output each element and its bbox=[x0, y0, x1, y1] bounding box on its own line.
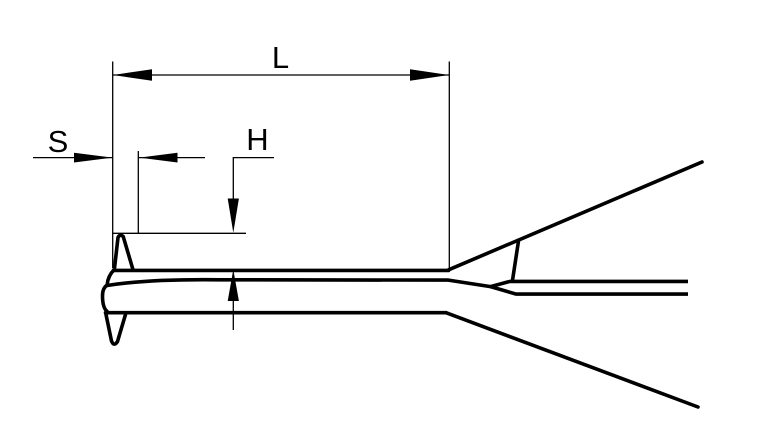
leader-line-h bbox=[232, 156, 274, 199]
arrowhead-right-icon bbox=[410, 69, 449, 81]
arrowhead-h-down-icon bbox=[227, 198, 239, 233]
lower-arm-diagonal bbox=[444, 310, 700, 409]
lower-arm-upper-edge bbox=[489, 284, 688, 296]
dimension-label-S: S bbox=[48, 124, 69, 159]
dimension-S: S bbox=[33, 124, 205, 234]
lower-tip-claw bbox=[104, 312, 128, 346]
arrowhead-h-up-icon bbox=[227, 269, 239, 301]
upper-arm-lower-edge bbox=[490, 279, 688, 289]
arrowhead-left-icon bbox=[113, 69, 152, 81]
upper-tip-front-edge bbox=[105, 267, 117, 287]
dimension-label-H: H bbox=[246, 122, 268, 157]
arrowhead-s-left-icon bbox=[74, 152, 113, 163]
blade-contact-line bbox=[105, 277, 493, 289]
upper-arm-diagonal bbox=[446, 160, 704, 272]
tweezers-outline bbox=[100, 160, 704, 409]
arrowhead-s-right-icon bbox=[139, 152, 178, 163]
upper-tip-claw bbox=[112, 233, 135, 272]
arm-transition-edge bbox=[510, 239, 521, 283]
dimension-L: L bbox=[112, 40, 450, 269]
dimension-label-L: L bbox=[272, 40, 289, 75]
dimension-H: H bbox=[112, 122, 274, 330]
lower-tip-front-edge bbox=[100, 283, 109, 314]
